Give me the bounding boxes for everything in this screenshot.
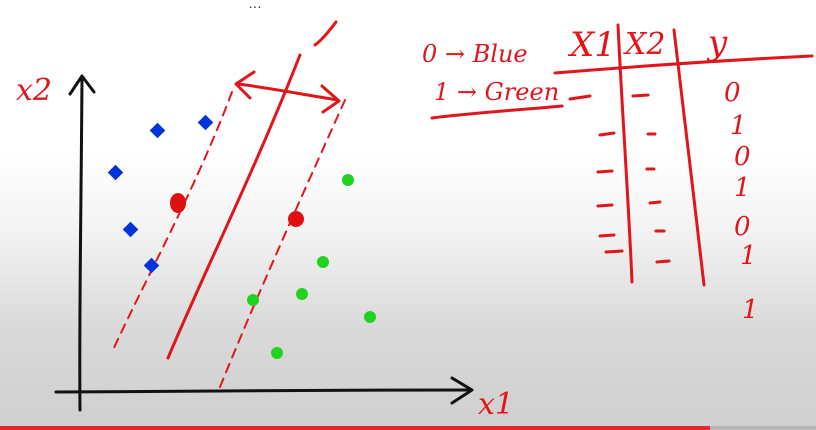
x1-cell [568,94,592,101]
table-header-y: y [706,23,728,63]
support-vectors [170,193,304,227]
margin-arrowhead-right [320,84,341,114]
y-cell: 0 [724,78,741,108]
margin-line-left [111,91,233,353]
blue-point [197,114,214,131]
x-axis [54,388,472,394]
y-cell: 0 [734,212,751,242]
blue-point [143,257,160,274]
legend-note-blue: 0 → Blue [422,40,528,68]
x1-cell [598,131,616,137]
table-column-divider-1 [616,23,634,284]
y-cell: 1 [730,111,747,141]
decision-boundary-group [111,20,346,393]
green-point [342,174,354,186]
class-legend-notes: 0 → Blue 1 → Green [422,40,564,120]
green-point [247,294,259,306]
axes: x2 x1 [16,73,514,422]
video-progress-fill [0,426,710,430]
y-column: 0 1 0 1 0 1 1 [724,78,759,325]
dataset-table: X1 X2 y 0 [553,23,814,325]
y-cell: 1 [734,173,751,203]
x-axis-label: x1 [478,387,514,422]
x-axis-arrowhead [450,376,474,405]
blue-point [149,122,166,139]
x2-column [631,93,671,264]
x2-cell [648,200,662,205]
x2-cell [631,93,650,98]
y-axis-arrowhead [68,74,96,96]
margin-line-right [217,99,346,393]
table-header-x2: X2 [623,27,665,62]
blue-point [107,164,124,181]
green-point [364,311,376,323]
y-cell: 1 [740,241,757,271]
table-header-rule [553,54,814,75]
video-progress-bar[interactable] [0,426,816,430]
support-vector-left [170,193,186,213]
legend-underline [430,104,564,120]
x1-cell [596,203,614,208]
x2-cell [655,259,671,264]
blue-points [107,114,214,274]
y-cell: 0 [734,142,751,172]
support-vector-right [288,211,304,227]
green-points [247,174,376,359]
hyperplane-line [166,53,302,360]
legend-note-green: 1 → Green [434,78,559,106]
x1-cell [598,233,616,238]
green-point [271,347,283,359]
y-cell: 1 [742,295,759,325]
y-axis-label: x2 [16,73,52,108]
blue-point [122,221,139,238]
green-point [317,256,329,268]
x1-column [568,94,624,254]
hyperplane-tick [313,20,338,47]
top-caption-fragment: … [248,0,262,11]
x1-cell [604,249,624,254]
x1-cell [596,169,614,174]
y-axis [78,76,84,412]
margin-width-arrow [236,82,340,102]
margin-arrowhead-left [234,70,256,100]
table-column-divider-2 [672,28,706,287]
green-point [296,288,308,300]
table-header-x1: X1 [567,25,616,65]
